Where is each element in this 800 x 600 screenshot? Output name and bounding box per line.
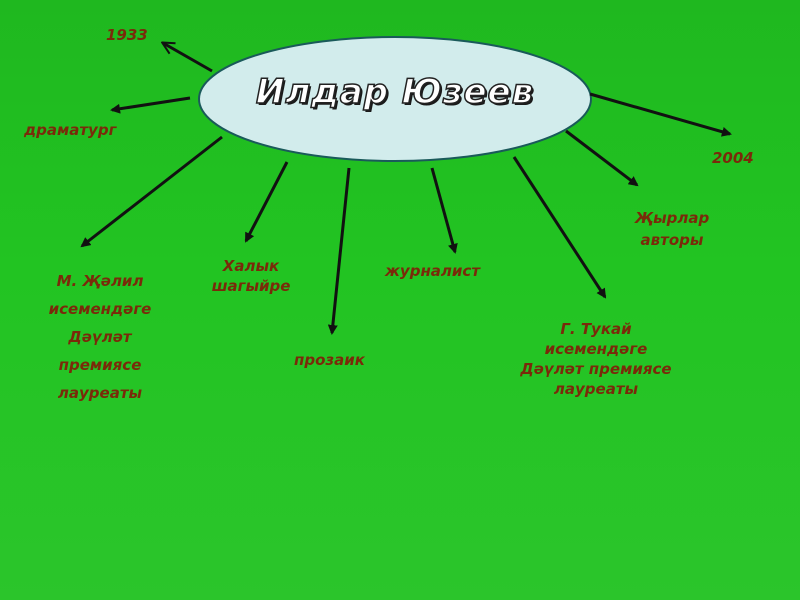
arrow-to-tukay-prize <box>512 156 607 299</box>
arrow-to-journalist <box>430 167 458 254</box>
center-title: Илдар Юзеев <box>255 71 535 113</box>
tukay-prize-line: лауреаты <box>553 380 639 398</box>
tukay-prize-label: Г. Тукай исемендәге Дәүләт премиясе лаур… <box>506 319 686 399</box>
tukay-prize-line: исемендәге <box>544 340 648 358</box>
people-poet-label: Халык шагыйре <box>196 256 306 296</box>
arrow-to-2004 <box>589 92 732 137</box>
arrow-to-dramaturg <box>110 96 191 114</box>
song-author-line: Җырлар <box>634 209 710 227</box>
song-author-label: Җырлар авторы <box>622 207 722 251</box>
jalil-prize-label: М. Җәлил исемендәге Дәүләт премиясе лаур… <box>30 267 170 407</box>
jalil-prize-line: М. Җәлил <box>56 272 144 290</box>
people-poet-line: шагыйре <box>211 277 291 295</box>
journalist-label: журналист <box>385 262 481 280</box>
arrow-to-prose-writer <box>327 167 351 335</box>
prose-writer-label: прозаик <box>294 351 365 369</box>
arrow-to-jalil-prize <box>80 135 223 248</box>
jalil-prize-line: Дәүләт <box>68 328 132 346</box>
death-year-label: 2004 <box>712 149 754 167</box>
people-poet-line: Халык <box>222 257 280 275</box>
arrow-to-people-poet <box>244 161 289 243</box>
arrow-to-1933 <box>163 43 213 73</box>
tukay-prize-line: Дәүләт премиясе <box>520 360 672 378</box>
jalil-prize-line: премиясе <box>58 356 142 374</box>
song-author-line: авторы <box>640 231 704 249</box>
center-ellipse <box>198 36 592 162</box>
arrow-to-song-author <box>565 129 639 187</box>
tukay-prize-line: Г. Тукай <box>560 320 632 338</box>
jalil-prize-line: лауреаты <box>57 384 143 402</box>
dramaturg-label: драматург <box>24 121 117 139</box>
jalil-prize-line: исемендәге <box>48 300 152 318</box>
birth-year-label: 1933 <box>106 26 148 44</box>
